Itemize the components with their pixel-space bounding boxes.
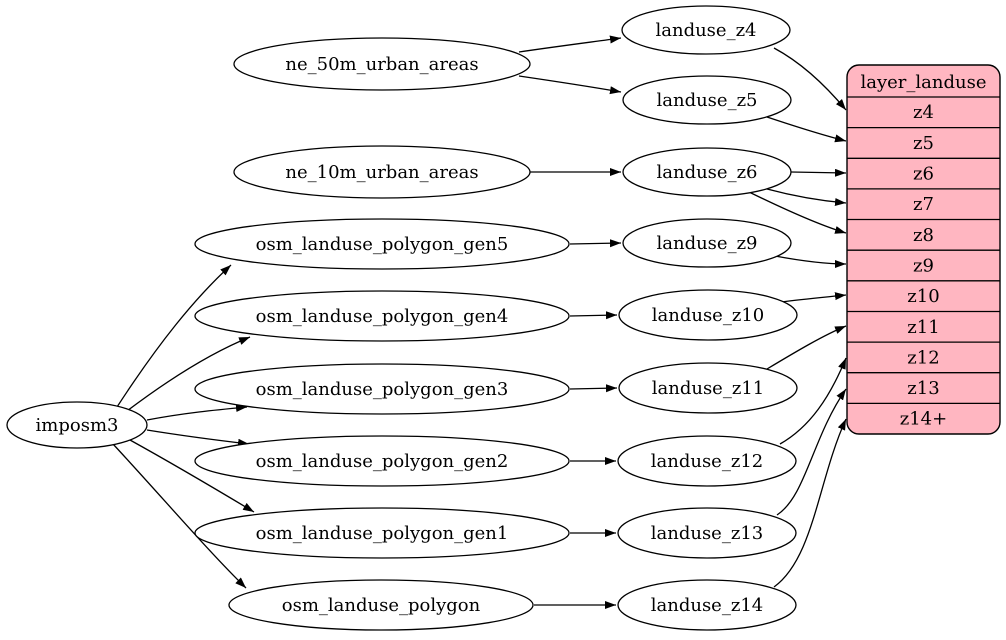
node-osm_landuse_polygon_gen3: osm_landuse_polygon_gen3 <box>194 363 570 415</box>
node-landuse_z11: landuse_z11 <box>618 362 798 414</box>
node-ne_50m_urban_areas: ne_50m_urban_areas <box>233 37 531 91</box>
node-landuse_z5: landuse_z5 <box>622 75 792 125</box>
nodes-layer: imposm3 ne_50m_urban_areas ne_10m_urban_… <box>6 5 798 631</box>
node-landuse_z4-label: landuse_z4 <box>655 20 756 41</box>
table-row-z8: z8 <box>913 225 934 246</box>
edge-osm_landuse_polygon_gen3-to-landuse_z11 <box>569 384 618 393</box>
table-row-z14plus: z14+ <box>900 409 947 430</box>
node-landuse_z6-label: landuse_z6 <box>656 162 757 183</box>
node-osm_landuse_polygon_gen4-label: osm_landuse_polygon_gen4 <box>256 306 509 327</box>
node-landuse_z13-ellipse <box>617 507 797 559</box>
node-layer_landuse: layer_landuse z4 z5 z6 z7 z8 z9 z10 z11 … <box>846 64 1001 435</box>
edge-landuse_z5-to-layer_landuse-z5 <box>766 116 847 143</box>
edge-ne_50m_urban_areas-to-landuse_z5 <box>518 75 622 95</box>
edge-landuse_z13-to-layer_landuse-z13 <box>776 388 847 516</box>
table-row-z5: z5 <box>913 133 934 154</box>
node-osm_landuse_polygon_gen1-ellipse <box>194 507 570 559</box>
node-landuse_z13: landuse_z13 <box>617 507 797 559</box>
node-osm_landuse_polygon_gen2: osm_landuse_polygon_gen2 <box>194 435 570 487</box>
node-osm_landuse_polygon_gen1-label: osm_landuse_polygon_gen1 <box>256 523 509 544</box>
node-landuse_z9-ellipse <box>622 218 792 268</box>
table-row-z10: z10 <box>907 286 939 307</box>
node-landuse_z10: landuse_z10 <box>618 289 798 341</box>
node-osm_landuse_polygon_gen5-label: osm_landuse_polygon_gen5 <box>256 234 509 255</box>
edge-osm_landuse_polygon_gen4-to-landuse_z10 <box>569 311 618 320</box>
edge-osm_landuse_polygon_gen5-to-landuse_z9 <box>569 239 622 248</box>
node-osm_landuse_polygon_gen5-ellipse <box>194 218 570 270</box>
edge-landuse_z11-to-layer_landuse-z11 <box>766 325 847 370</box>
table-row-z12: z12 <box>907 348 939 369</box>
node-landuse_z4: landuse_z4 <box>621 5 791 55</box>
edge-landuse_z6-to-layer_landuse-z7 <box>766 188 847 207</box>
edge-imposm3-to-osm_landuse_polygon_gen3 <box>146 404 248 421</box>
node-ne_10m_urban_areas-ellipse <box>233 145 531 199</box>
edge-landuse_z9-to-layer_landuse-z9 <box>774 255 847 268</box>
node-osm_landuse_polygon: osm_landuse_polygon <box>228 579 534 631</box>
table-row-z11: z11 <box>907 317 939 338</box>
node-landuse_z12-ellipse <box>617 435 797 487</box>
node-landuse_z14: landuse_z14 <box>617 579 797 631</box>
node-landuse_z4-ellipse <box>621 5 791 55</box>
node-landuse_z11-label: landuse_z11 <box>652 378 764 399</box>
node-osm_landuse_polygon-ellipse <box>228 579 534 631</box>
node-osm_landuse_polygon_gen3-label: osm_landuse_polygon_gen3 <box>256 379 509 400</box>
node-landuse_z14-ellipse <box>617 579 797 631</box>
edge-imposm3-to-osm_landuse_polygon <box>112 443 247 589</box>
node-landuse_z6: landuse_z6 <box>622 147 792 197</box>
table-row-z13: z13 <box>907 378 939 399</box>
node-landuse_z13-label: landuse_z13 <box>651 523 763 544</box>
table-row-z7: z7 <box>913 194 934 215</box>
node-osm_landuse_polygon_gen4-ellipse <box>194 290 570 342</box>
edges-layer <box>112 35 847 609</box>
node-osm_landuse_polygon_gen4: osm_landuse_polygon_gen4 <box>194 290 570 342</box>
node-ne_50m_urban_areas-label: ne_50m_urban_areas <box>285 54 478 75</box>
node-landuse_z5-ellipse <box>622 75 792 125</box>
edge-landuse_z6-to-layer_landuse-z8 <box>748 191 847 234</box>
node-ne_50m_urban_areas-ellipse <box>233 37 531 91</box>
node-osm_landuse_polygon_gen2-label: osm_landuse_polygon_gen2 <box>256 451 509 472</box>
table-row-z6: z6 <box>913 164 934 185</box>
edge-imposm3-to-osm_landuse_polygon_gen4 <box>126 336 251 412</box>
node-landuse_z12-label: landuse_z12 <box>651 451 763 472</box>
edge-imposm3-to-osm_landuse_polygon_gen5 <box>116 264 232 408</box>
edge-ne_50m_urban_areas-to-landuse_z4 <box>518 35 622 53</box>
node-osm_landuse_polygon_gen3-ellipse <box>194 363 570 415</box>
edge-landuse_z6-to-layer_landuse-z6 <box>790 168 847 177</box>
node-landuse_z12: landuse_z12 <box>617 435 797 487</box>
node-landuse_z10-label: landuse_z10 <box>652 305 764 326</box>
table-row-z4: z4 <box>913 102 934 123</box>
node-imposm3: imposm3 <box>6 401 148 449</box>
node-osm_landuse_polygon_gen2-ellipse <box>194 435 570 487</box>
node-ne_10m_urban_areas: ne_10m_urban_areas <box>233 145 531 199</box>
node-imposm3-ellipse <box>6 401 148 449</box>
edge-imposm3-to-osm_landuse_polygon_gen2 <box>146 429 250 447</box>
node-landuse_z9-label: landuse_z9 <box>656 233 757 254</box>
layer_landuse-title: layer_landuse <box>861 72 987 93</box>
node-landuse_z10-ellipse <box>618 289 798 341</box>
edge-landuse_z10-to-layer_landuse-z10 <box>780 292 847 303</box>
node-landuse_z6-ellipse <box>622 147 792 197</box>
table-row-z9: z9 <box>913 256 934 277</box>
edge-landuse_z4-to-layer_landuse-z4 <box>773 47 847 111</box>
node-osm_landuse_polygon_gen5: osm_landuse_polygon_gen5 <box>194 218 570 270</box>
node-ne_10m_urban_areas-label: ne_10m_urban_areas <box>285 162 478 183</box>
edge-landuse_z14-to-layer_landuse-z14 <box>773 418 847 588</box>
edge-landuse_z12-to-layer_landuse-z12 <box>779 357 847 445</box>
node-osm_landuse_polygon_gen1: osm_landuse_polygon_gen1 <box>194 507 570 559</box>
node-landuse_z9: landuse_z9 <box>622 218 792 268</box>
node-landuse_z5-label: landuse_z5 <box>656 90 757 111</box>
node-landuse_z11-ellipse <box>618 362 798 414</box>
node-landuse_z14-label: landuse_z14 <box>651 595 763 616</box>
edge-imposm3-to-osm_landuse_polygon_gen1 <box>129 439 255 513</box>
node-imposm3-label: imposm3 <box>36 415 119 436</box>
node-osm_landuse_polygon-label: osm_landuse_polygon <box>282 595 481 616</box>
